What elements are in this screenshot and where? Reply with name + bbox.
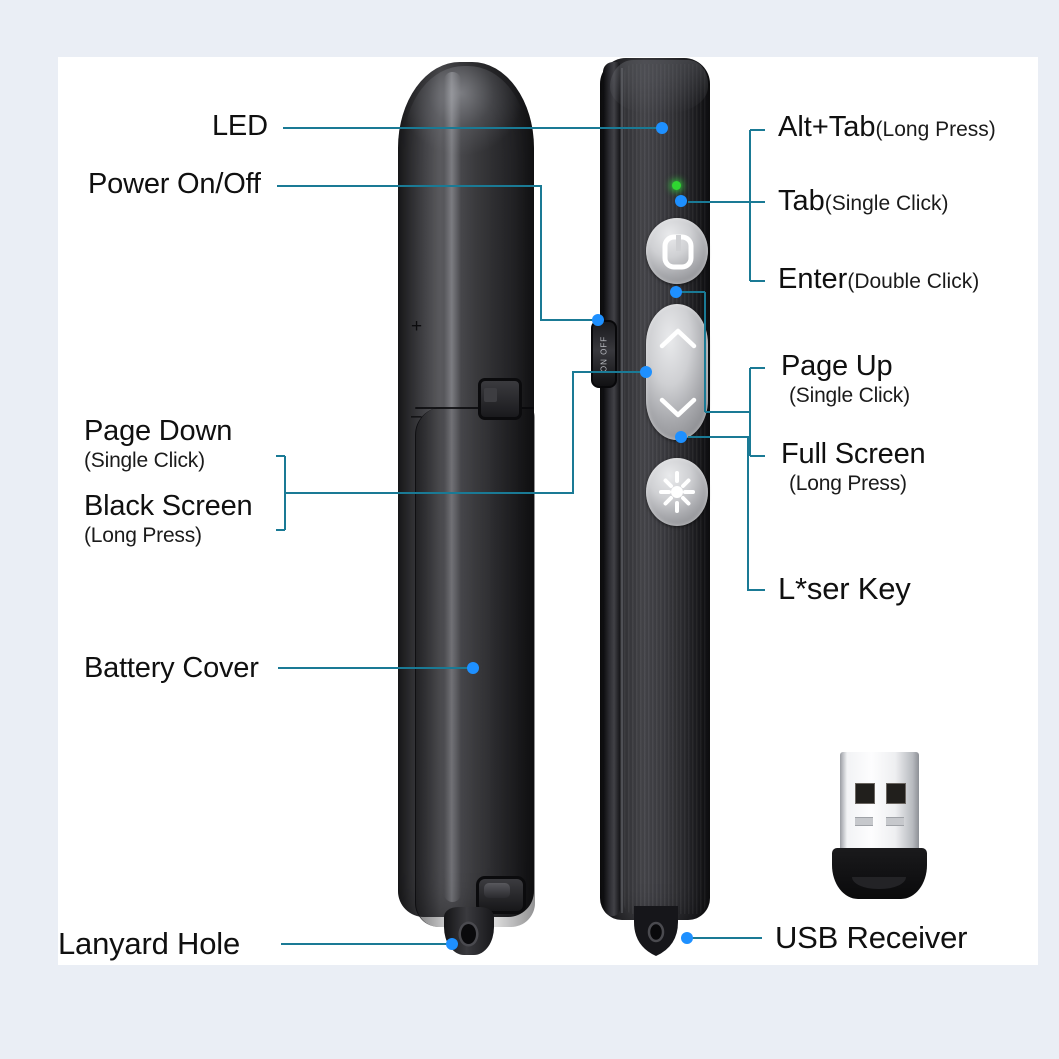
callout-alt-tab-title: Alt+Tab [778, 111, 876, 143]
lanyard-hole-back [461, 924, 476, 944]
power-switch-label: ON OFF [599, 335, 609, 373]
device-top-highlight [610, 60, 708, 114]
callout-enter-title: Enter [778, 263, 848, 295]
tab-button[interactable] [646, 218, 708, 284]
callout-black-screen: Black Screen (Long Press) [84, 490, 253, 547]
usb-plastic-body [832, 848, 927, 899]
usb-pad-right [886, 817, 904, 826]
callout-battery-cover: Battery Cover [84, 652, 259, 684]
callout-full-screen-title: Full Screen [781, 438, 926, 470]
usb-contact-window-left [855, 783, 875, 804]
usb-contact-window-right [886, 783, 906, 804]
led-indicator [672, 181, 681, 190]
presenter-front-view: ON OFF [591, 58, 710, 956]
callout-enter-sub: (Double Click) [847, 270, 980, 293]
callout-alt-tab-sub: (Long Press) [875, 118, 996, 141]
callout-page-down-sub: (Single Click) [84, 448, 205, 472]
battery-latch-lower-inner [484, 883, 510, 898]
page-rocker-button[interactable] [646, 304, 708, 440]
usb-receiver-dongle [832, 752, 927, 899]
callout-black-screen-sub: (Long Press) [84, 523, 202, 547]
callout-tab-sub: (Single Click) [824, 192, 949, 215]
device-bevel-edge-line [621, 68, 623, 913]
battery-latch-upper-inner [484, 388, 497, 402]
device-top-dome [404, 66, 528, 216]
callout-power: Power On/Off [88, 168, 261, 200]
callout-page-up-sub: (Single Click) [789, 383, 910, 407]
callout-lanyard-hole: Lanyard Hole [58, 926, 240, 961]
power-switch[interactable]: ON OFF [591, 320, 617, 388]
plus-polarity-mark: + [411, 316, 423, 337]
callout-tab: Tab(Single Click) [778, 185, 949, 217]
battery-cover-panel [415, 407, 535, 927]
callout-alt-tab: Alt+Tab(Long Press) [778, 111, 996, 143]
callout-laser-key: L*ser Key [778, 571, 911, 606]
laser-button[interactable] [646, 458, 708, 526]
usb-grip-notch [852, 877, 906, 889]
usb-metal-connector [840, 752, 919, 856]
callout-full-screen: Full Screen (Long Press) [781, 438, 926, 495]
callout-page-down: Page Down (Single Click) [84, 415, 233, 472]
callout-black-screen-title: Black Screen [84, 490, 253, 522]
callout-page-up-title: Page Up [781, 350, 893, 382]
callout-led: LED [212, 110, 268, 142]
presenter-back-view: + – [398, 62, 535, 955]
callout-usb-receiver: USB Receiver [775, 920, 968, 955]
callout-page-up: Page Up (Single Click) [781, 350, 910, 407]
callout-full-screen-sub: (Long Press) [789, 471, 907, 495]
usb-pad-left [855, 817, 873, 826]
callout-page-down-title: Page Down [84, 415, 233, 447]
device-left-bevel [603, 62, 620, 916]
minus-polarity-mark: – [411, 406, 422, 427]
callout-tab-title: Tab [778, 185, 825, 217]
callout-enter: Enter(Double Click) [778, 263, 980, 295]
